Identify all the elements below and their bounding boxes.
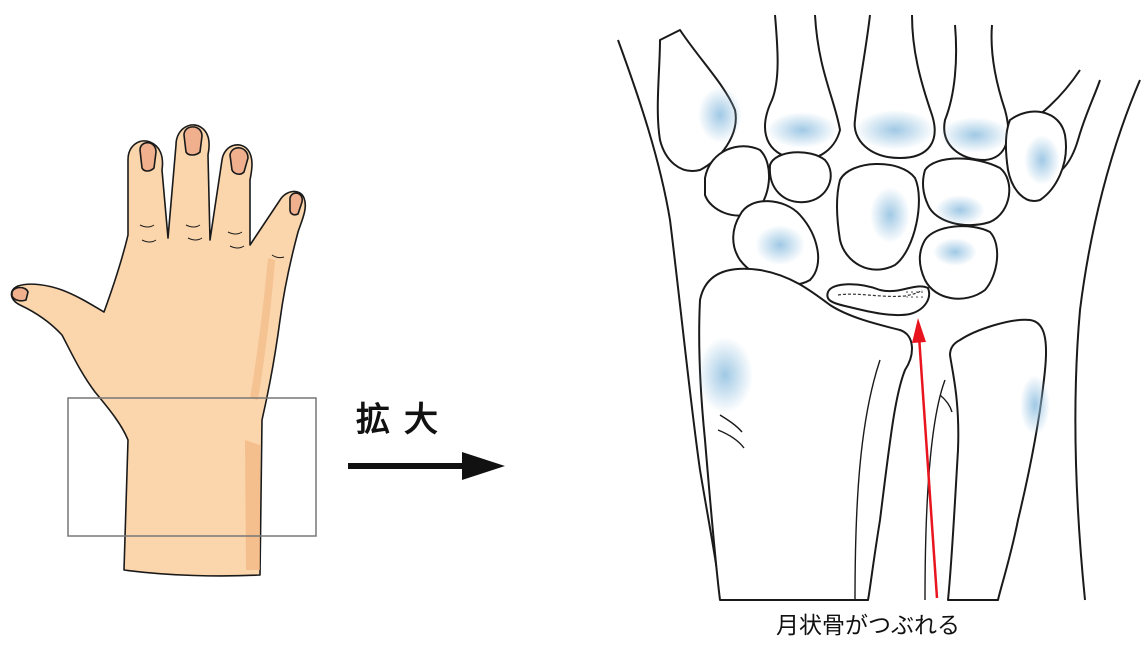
nail — [184, 127, 202, 155]
callout-caption: 月状骨がつぶれる — [776, 606, 960, 640]
zoom-label: 拡大 — [356, 392, 452, 441]
pointer-arrow — [912, 318, 937, 598]
hand-illustration — [11, 125, 305, 576]
nail — [230, 148, 248, 174]
lunate-bone — [827, 284, 929, 315]
nail — [12, 288, 28, 301]
nail — [140, 143, 156, 171]
right-arrow-icon — [348, 452, 505, 480]
